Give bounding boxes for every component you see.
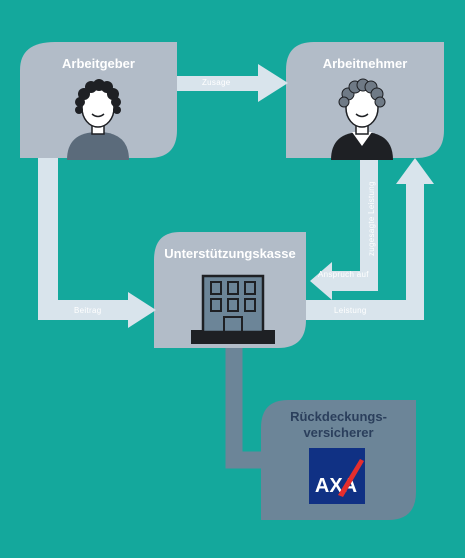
person-curly-hair-icon bbox=[67, 79, 129, 160]
arrow-anspruch bbox=[310, 158, 378, 300]
axa-logo-background bbox=[309, 448, 365, 504]
edge-label-anspruch: Anspruch auf bbox=[318, 270, 369, 279]
arrow-beitrag bbox=[38, 158, 156, 328]
insurer-title-line1: Rückdeckungs- bbox=[290, 409, 387, 424]
edge-label-zusage: Zusage bbox=[202, 78, 231, 87]
insurer-title-line2: versicherer bbox=[303, 425, 374, 440]
arrow-leistung bbox=[306, 158, 434, 320]
arrow-zusage bbox=[177, 64, 288, 102]
axa-logo-slash bbox=[338, 459, 364, 497]
fund-title: Unterstützungskasse bbox=[164, 246, 296, 261]
axa-logo: AXA bbox=[309, 448, 365, 504]
edge-label-leistung: Leistung bbox=[334, 306, 367, 315]
person-gray-hair-icon bbox=[331, 78, 393, 160]
employer-title: Arbeitgeber bbox=[62, 56, 135, 71]
office-building-icon bbox=[191, 274, 275, 344]
edge-label-zugesagte: zugesagte Leistung bbox=[367, 181, 376, 256]
employee-title: Arbeitnehmer bbox=[322, 56, 408, 71]
axa-logo-text: AXA bbox=[315, 475, 357, 497]
edge-label-beitrag: Beitrag bbox=[74, 306, 102, 315]
